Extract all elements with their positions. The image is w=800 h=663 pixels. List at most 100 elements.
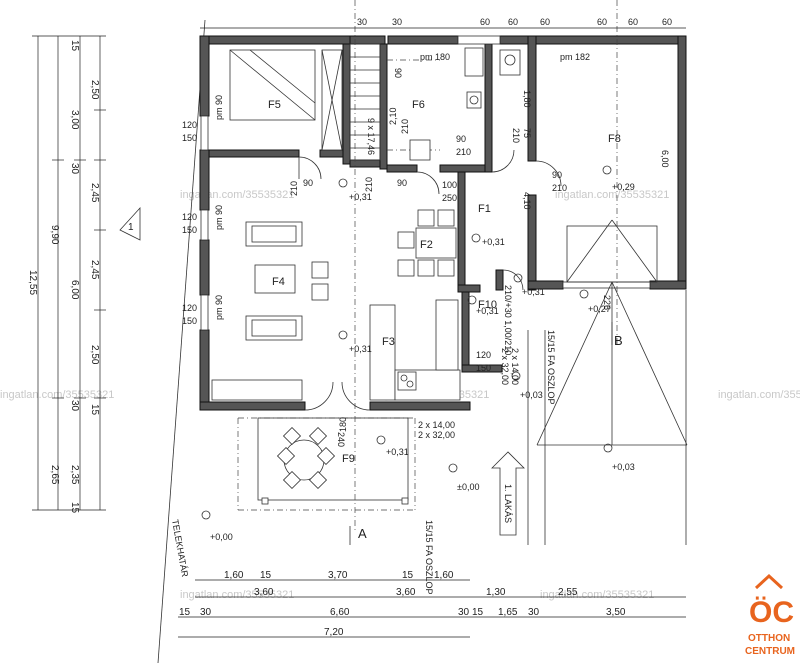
- room-label: F5: [268, 99, 281, 111]
- room-label: F6: [412, 99, 425, 111]
- dimension-label: 2,50: [89, 80, 100, 100]
- dimension-label: 60: [597, 17, 607, 27]
- column-label: 15/15 FA OSZLOP: [424, 520, 434, 595]
- column-label: 15/15 FA OSZLOP: [546, 330, 556, 405]
- left-dimension-text: 12,55 9,90 2,65 15 3,00 30 6,00 30 2,35 …: [27, 40, 100, 514]
- dimension-label: 210: [289, 181, 299, 196]
- doors: [298, 149, 562, 411]
- level-mark: +0,29: [612, 182, 635, 192]
- dimension-label: 60: [508, 17, 518, 27]
- room-label: F3: [382, 336, 395, 348]
- window-label: pm 182: [560, 52, 590, 62]
- dimension-label: 120: [182, 303, 197, 313]
- dimension-label: 120: [182, 120, 197, 130]
- dimension-label: 75: [522, 128, 532, 138]
- dimension-label: 180: [338, 417, 348, 432]
- watermark: ingatlan.com/35535321: [540, 589, 654, 601]
- section-marks: A B: [349, 322, 623, 545]
- dimension-label: 1,60: [434, 570, 454, 581]
- section-mark: A: [358, 526, 367, 541]
- dimension-label: 210: [511, 128, 521, 143]
- windows: [200, 35, 651, 331]
- dimension-label: 6,00: [660, 150, 670, 168]
- dimension-label: 4,10: [522, 192, 532, 210]
- dimension-label: 60: [540, 17, 550, 27]
- dimension-label: 15: [69, 40, 80, 52]
- dimension-label: 60: [628, 17, 638, 27]
- room-label: F9: [342, 453, 355, 465]
- logo-mark: ÖC: [749, 596, 794, 629]
- dimension-label: 15: [179, 607, 191, 618]
- carport: [527, 219, 688, 545]
- door-label: 210/+30 1,00/210: [503, 285, 513, 355]
- watermark: ingatlan.com/35535321: [180, 589, 294, 601]
- dimension-label: 3,50: [606, 607, 626, 618]
- room-label: F8: [608, 133, 621, 145]
- dimension-label: 120: [476, 350, 491, 360]
- dimension-label: 90: [456, 134, 466, 144]
- bathroom-fixtures: [409, 47, 521, 161]
- orientation-mark: 1: [119, 206, 141, 241]
- level-mark: +0,31: [349, 344, 372, 354]
- dimension-label: 7,20: [324, 627, 344, 638]
- dimension-label: 90: [552, 170, 562, 180]
- otthon-centrum-logo: ÖC OTTHON CENTRUM: [745, 573, 795, 657]
- dimension-label: 15: [260, 570, 272, 581]
- dimension-label: 1,65: [498, 607, 518, 618]
- stair-label: 2,10: [388, 107, 398, 125]
- dimension-label: 210: [552, 183, 567, 193]
- dimension-label: 15: [402, 570, 414, 581]
- level-mark: +0,03: [520, 390, 543, 400]
- logo-text: CENTRUM: [745, 646, 795, 657]
- window-label: pm 90: [214, 205, 224, 230]
- room-label: F2: [420, 239, 433, 251]
- level-mark: +0,00: [210, 532, 233, 542]
- room-labels: F2 F3 F4 F5 F6 F8 F9 F1 F10: [268, 99, 621, 465]
- room-label: F1: [478, 203, 491, 215]
- dimension-label: 150: [182, 316, 197, 326]
- level-mark: +0,03: [612, 462, 635, 472]
- dimension-label: 2,45: [89, 260, 100, 280]
- dimension-label: 150: [182, 225, 197, 235]
- dimension-label: 15: [472, 607, 484, 618]
- dimension-label: 210: [400, 119, 410, 134]
- dimension-label: 15: [89, 404, 100, 416]
- dimension-label: 3,60: [254, 587, 274, 598]
- dimension-label: 3,60: [396, 587, 416, 598]
- window-label: pm 90: [214, 95, 224, 120]
- dimension-label: 100: [442, 180, 457, 190]
- step-label: 2 x 14,00: [418, 420, 455, 430]
- living-furniture: [211, 209, 461, 401]
- dimension-label: 3,70: [328, 570, 348, 581]
- level-mark: +0,31: [476, 306, 499, 316]
- dimension-label: 1,80: [522, 90, 532, 108]
- dimension-label: 12,55: [27, 270, 38, 295]
- level-mark: +0,31: [482, 237, 505, 247]
- bottom-dimension-text: 1,60 15 3,70 15 1,60 3,60 3,60 1,30 2,55…: [179, 570, 626, 638]
- dimension-label: 30: [392, 17, 402, 27]
- stair-label: 9 x 17,46: [366, 118, 376, 155]
- dimension-label: 240: [336, 432, 346, 447]
- property-line-label: TELEKHATÁR: [170, 519, 190, 579]
- dimension-label: 2,50: [89, 345, 100, 365]
- dimension-label: 150: [182, 133, 197, 143]
- left-dimension-lines: [32, 35, 106, 511]
- dimension-label: 15: [69, 502, 80, 514]
- step-label: 2 x 32,00: [418, 430, 455, 440]
- dimension-label: 1,30: [486, 587, 506, 598]
- dimension-label: 3,00: [69, 110, 80, 130]
- dimension-label: 90: [393, 68, 403, 78]
- bedroom-furniture: [229, 49, 343, 151]
- dimension-label: 210: [364, 177, 374, 192]
- dimension-label: 30: [357, 17, 367, 27]
- watermark: ingatlan.com/35535321: [0, 389, 114, 401]
- dimension-label: 210: [456, 147, 471, 157]
- dimension-label: 90: [397, 178, 407, 188]
- logo-text: OTTHON: [748, 633, 790, 644]
- walls: [199, 35, 687, 411]
- dimension-label: 1,60: [224, 570, 244, 581]
- dimension-label: 2,35: [69, 465, 80, 485]
- property-line: [157, 19, 206, 663]
- dimension-label: 6,00: [69, 280, 80, 300]
